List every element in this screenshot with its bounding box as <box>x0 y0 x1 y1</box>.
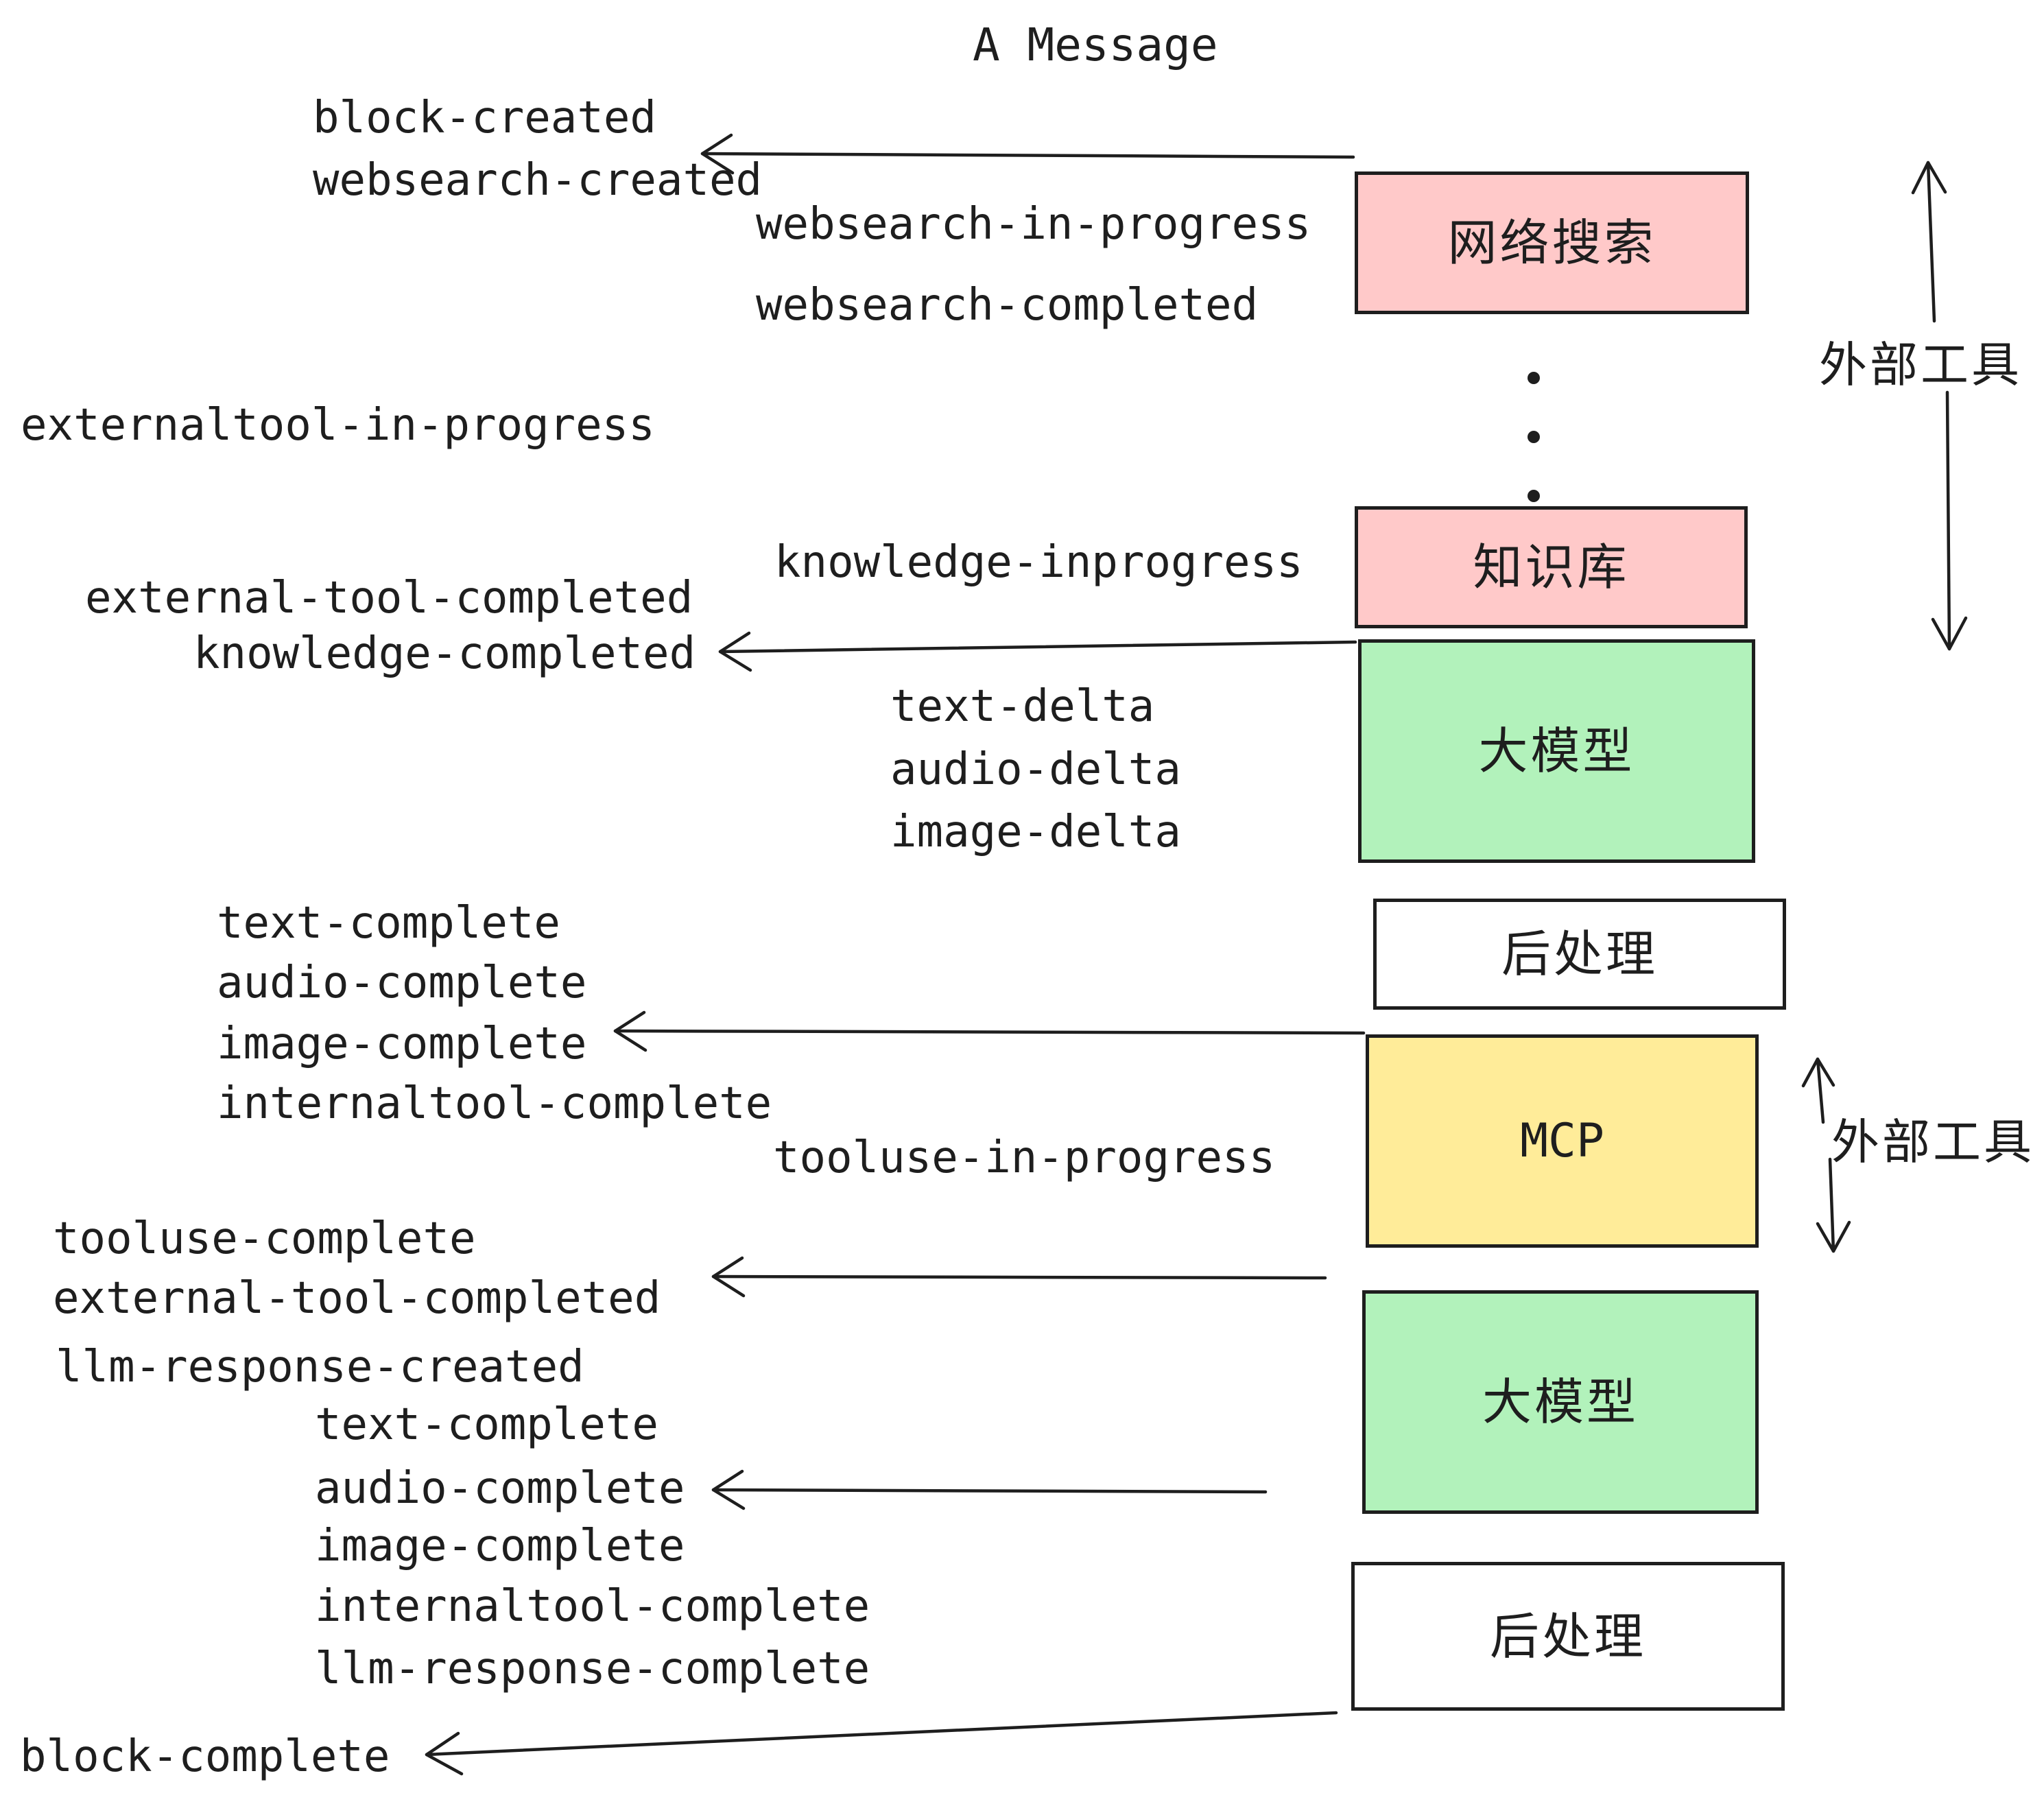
event-label-image-complete-1: image-complete <box>217 1019 587 1069</box>
external-tools-mcp-up-arrow <box>1801 1057 1835 1124</box>
box-websearch: 网络搜索 <box>1355 171 1749 314</box>
event-label-knowledge-inprogress: knowledge-inprogress <box>774 537 1303 588</box>
event-label-text-complete-1: text-complete <box>217 898 560 949</box>
event-label-knowledge-completed: knowledge-completed <box>193 628 696 679</box>
box-postprocess-1: 后处理 <box>1373 899 1786 1010</box>
box-mcp-label: MCP <box>1520 1113 1604 1168</box>
event-label-externaltool-in-progress: externaltool-in-progress <box>21 400 655 451</box>
event-label-llm-response-created: llm-response-created <box>56 1342 584 1392</box>
box-postprocess-2: 后处理 <box>1351 1562 1785 1711</box>
event-label-external-tool-completed-2: external-tool-completed <box>53 1273 661 1324</box>
box-llm-2: 大模型 <box>1362 1290 1759 1514</box>
box-knowledge-label: 知识库 <box>1473 538 1630 596</box>
event-label-audio-complete-2: audio-complete <box>315 1463 685 1514</box>
event-label-llm-response-complete: llm-response-complete <box>315 1643 870 1694</box>
event-label-tooluse-in-progress: tooluse-in-progress <box>773 1132 1276 1183</box>
external-tools-top-label: 外部工具 <box>1819 337 2022 393</box>
event-label-audio-delta-1: audio-delta <box>890 744 1181 795</box>
event-label-websearch-created: websearch-created <box>313 155 763 206</box>
event-label-block-created: block-created <box>313 93 656 143</box>
box-postprocess-1-label: 后处理 <box>1501 925 1658 983</box>
external-tools-top-down-arrow <box>1931 390 1968 651</box>
external-tools-mcp-label: 外部工具 <box>1831 1114 2034 1170</box>
event-label-websearch-completed: websearch-completed <box>756 280 1259 331</box>
external-tools-mcp-down-arrow <box>1816 1157 1851 1253</box>
box-postprocess-2-label: 后处理 <box>1489 1607 1646 1665</box>
arrow-websearch-to-created <box>700 133 1355 175</box>
event-label-tooluse-complete: tooluse-complete <box>53 1213 476 1264</box>
event-label-audio-complete-1: audio-complete <box>217 958 587 1008</box>
event-label-internaltool-complete-2: internaltool-complete <box>315 1581 870 1632</box>
box-llm-2-label: 大模型 <box>1482 1373 1639 1431</box>
page-title: A Message <box>973 19 1218 71</box>
event-label-image-delta-1: image-delta <box>890 807 1181 857</box>
arrow-mcp-to-complete <box>613 1010 1366 1052</box>
box-websearch-label: 网络搜索 <box>1447 214 1656 272</box>
event-label-external-tool-completed-1: external-tool-completed <box>85 573 693 624</box>
box-llm-1-label: 大模型 <box>1478 722 1635 780</box>
arrow-llm1-to-completed <box>718 631 1357 672</box>
box-llm-1: 大模型 <box>1358 639 1755 863</box>
event-label-text-delta-1: text-delta <box>890 681 1155 732</box>
event-label-image-complete-2: image-complete <box>315 1521 685 1571</box>
event-label-block-complete: block-complete <box>20 1731 390 1782</box>
event-label-text-complete-2: text-complete <box>315 1399 658 1450</box>
arrow-postprocess2-to-block-complete <box>425 1711 1338 1776</box>
event-label-websearch-in-progress: websearch-in-progress <box>756 199 1311 250</box>
arrow-llm2-to-complete <box>711 1469 1268 1510</box>
arrow-mcp-to-tooluse-complete <box>711 1256 1327 1298</box>
box-knowledge: 知识库 <box>1355 506 1748 628</box>
event-label-internaltool-complete-1: internaltool-complete <box>217 1078 772 1129</box>
external-tools-top-up-arrow <box>1911 161 1947 323</box>
ellipsis-dots <box>1528 372 1540 502</box>
box-mcp: MCP <box>1366 1034 1759 1248</box>
